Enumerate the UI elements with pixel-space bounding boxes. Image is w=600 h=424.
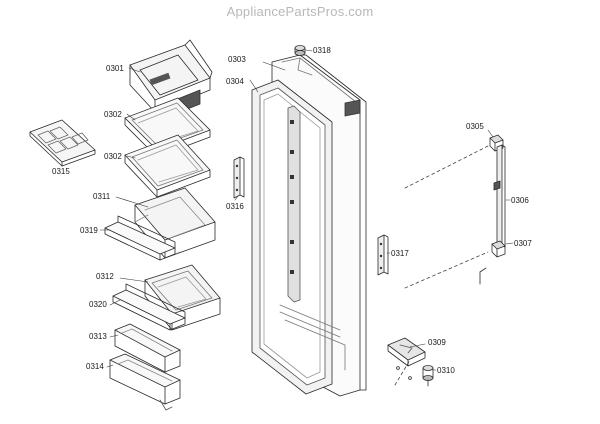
part-0306-door-rod[interactable] xyxy=(493,144,506,248)
callout-0305: 0305 xyxy=(466,122,484,131)
callout-0316: 0316 xyxy=(226,202,244,211)
door-liner-rails xyxy=(279,105,346,371)
part-0313-door-bin[interactable] xyxy=(114,323,181,373)
part-0302-door-shelf-upper[interactable] xyxy=(124,97,211,158)
part-0312-door-bin[interactable] xyxy=(144,264,221,331)
part-0318-hinge-cap[interactable] xyxy=(294,45,306,56)
callout-0317: 0317 xyxy=(391,249,409,258)
part-0309-bottom-hinge[interactable] xyxy=(387,337,426,367)
callout-0311: 0311 xyxy=(93,192,111,201)
callout-leaders xyxy=(99,49,514,371)
callout-0315: 0315 xyxy=(52,167,70,176)
part-0302-door-shelf-lower[interactable] xyxy=(124,134,211,198)
callout-0304: 0304 xyxy=(226,77,244,86)
part-0307-hinge-block[interactable] xyxy=(491,240,506,258)
callout-0312: 0312 xyxy=(96,272,114,281)
callout-0314: 0314 xyxy=(86,362,104,371)
callout-0306: 0306 xyxy=(511,196,529,205)
callout-0319: 0319 xyxy=(80,226,98,235)
assembly-leader-lines xyxy=(394,144,491,386)
part-0320-shelf-rail[interactable] xyxy=(112,283,186,331)
hinge-screws xyxy=(396,366,412,380)
part-0319-shelf-rail[interactable] xyxy=(104,215,176,261)
part-0314-door-bin[interactable] xyxy=(109,353,181,411)
callout-0310: 0310 xyxy=(437,366,455,375)
callout-0303: 0303 xyxy=(228,55,246,64)
part-0316-door-bracket[interactable] xyxy=(233,156,245,199)
callout-0302-upper: 0302 xyxy=(104,110,122,119)
callout-0302-lower: 0302 xyxy=(104,152,122,161)
callout-0320: 0320 xyxy=(89,300,107,309)
watermark-text: AppliancePartsPros.com xyxy=(226,4,374,19)
callout-0309: 0309 xyxy=(428,338,446,347)
callout-0301: 0301 xyxy=(106,64,124,73)
part-0317-door-bracket[interactable] xyxy=(377,234,389,276)
screw xyxy=(479,267,487,285)
callout-0313: 0313 xyxy=(89,332,107,341)
part-0315-egg-tray[interactable] xyxy=(29,119,96,167)
part-0310-hinge-pin[interactable] xyxy=(422,365,434,387)
callout-0307: 0307 xyxy=(514,239,532,248)
callout-0318: 0318 xyxy=(313,46,331,55)
